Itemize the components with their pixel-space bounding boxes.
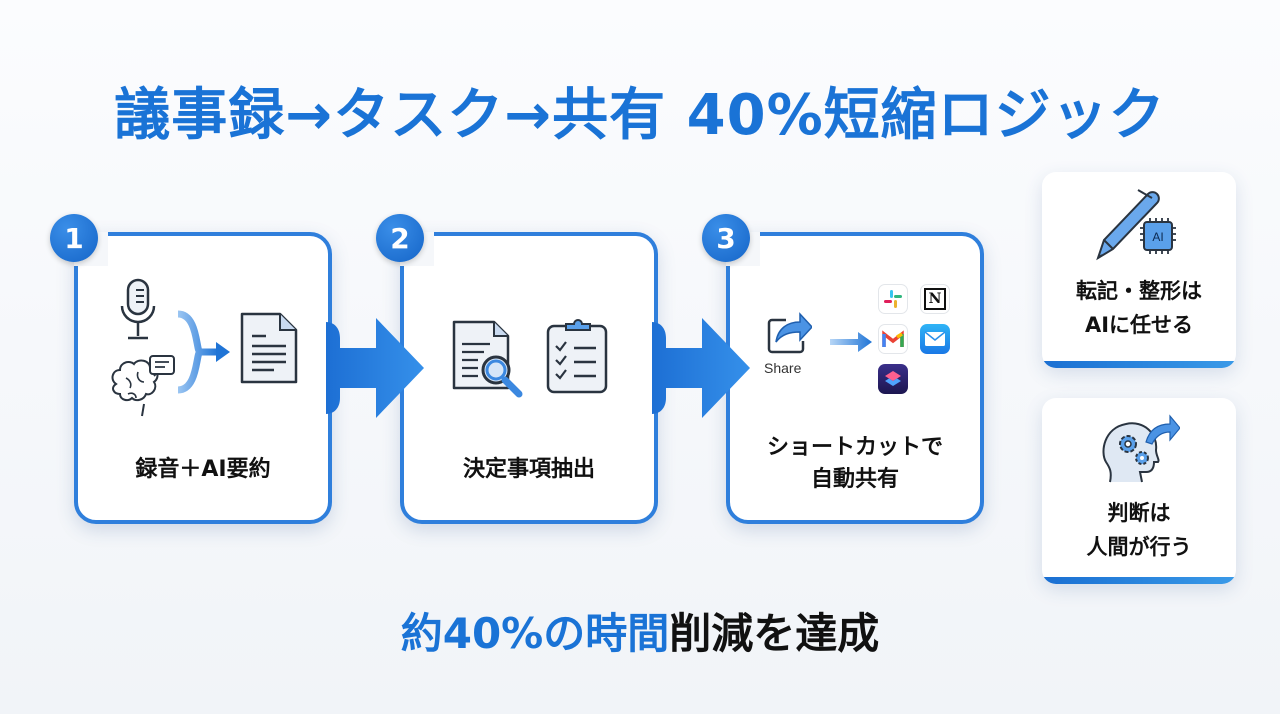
step-badge-3: 3 (702, 214, 750, 262)
step-label-2: 決定事項抽出 (462, 457, 595, 482)
side-card-human: 判断は 人間が行う (1042, 398, 1236, 584)
checklist-clipboard-icon (546, 319, 608, 394)
side-card-ai: AI 転記・整形は AIに任せる (1042, 172, 1236, 368)
pen-ai-chip-icon: AI (1096, 189, 1176, 261)
step-card-2: 決定事項抽出 (400, 232, 658, 524)
step-card-3: Share N ショートカットで 自動共有 (726, 232, 984, 524)
step-card-1: 録音＋AI要約 (74, 232, 332, 524)
side-card-ai-line1: 転記・整形は (1076, 279, 1202, 303)
brain-chat-icon (111, 355, 175, 417)
side-card-ai-line2: AIに任せる (1084, 313, 1194, 337)
arrow-right-icon (830, 332, 872, 352)
summary-rest: 削減を達成 (669, 609, 880, 658)
summary-statement: 約40%の時間削減を達成 (0, 600, 1280, 661)
accent-bar (1042, 577, 1236, 584)
page-title: 議事録→タスク→共有 40%短縮ロジック (114, 83, 1166, 148)
side-card-human-line1: 判断は (1107, 501, 1171, 525)
shortcuts-app-icon (878, 364, 908, 394)
notion-app-icon: N (920, 284, 950, 314)
gmail-app-icon (878, 324, 908, 354)
document-icon (240, 312, 298, 384)
microphone-icon (120, 278, 156, 340)
accent-bar (1042, 361, 1236, 368)
svg-text:AI: AI (1152, 230, 1163, 244)
merge-arrow-icon (177, 310, 230, 394)
step-label-1: 録音＋AI要約 (135, 457, 271, 482)
side-card-human-line2: 人間が行う (1086, 535, 1192, 559)
head-gears-icon (1102, 414, 1180, 483)
mail-app-icon (920, 324, 950, 354)
step-badge-1: 1 (50, 214, 98, 262)
document-search-icon (452, 320, 523, 398)
summary-highlight: 約40%の時間 (400, 609, 670, 658)
step-badge-2: 2 (376, 214, 424, 262)
share-icon (767, 312, 812, 354)
share-label: Share (764, 360, 802, 376)
step-label-3-line2: 自動共有 (810, 467, 899, 492)
slack-app-icon (878, 284, 908, 314)
flow-arrow-icon (652, 318, 750, 418)
flow-arrow-icon (326, 318, 424, 418)
step-label-3-line1: ショートカットで (766, 435, 943, 460)
